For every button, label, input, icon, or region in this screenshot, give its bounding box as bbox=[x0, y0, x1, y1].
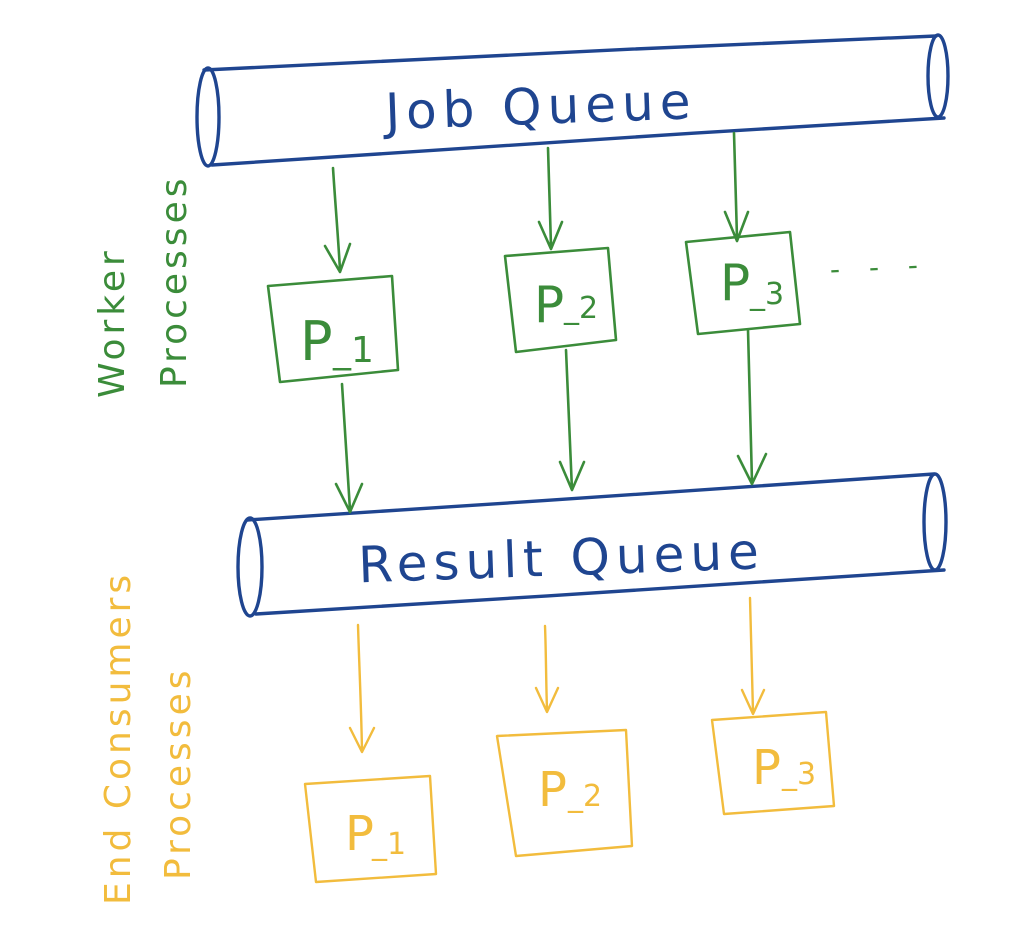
worker-3: P _3 bbox=[684, 230, 802, 336]
worker-output-arrows bbox=[334, 328, 768, 514]
consumer-1-index: _1 bbox=[371, 827, 406, 862]
arrow-worker-1-to-result bbox=[334, 382, 364, 514]
consumer-1-box bbox=[303, 774, 438, 884]
worker-input-arrows bbox=[323, 131, 750, 274]
consumer-1: P _1 bbox=[303, 774, 438, 884]
worker-2-box bbox=[503, 246, 618, 354]
arrow-job-to-worker-3 bbox=[723, 131, 750, 243]
consumer-2-index: _2 bbox=[567, 779, 602, 814]
result-queue-label: Result Queue bbox=[357, 522, 765, 594]
consumer-1-prefix: P bbox=[345, 806, 374, 862]
worker-label-line2: Processes bbox=[154, 175, 195, 388]
result-queue-left-cap bbox=[236, 516, 264, 618]
worker-2-prefix: P bbox=[534, 276, 564, 334]
more-workers-indicator: - - - bbox=[829, 248, 929, 286]
arrow-result-to-consumer-3 bbox=[740, 596, 766, 716]
worker-1: P _1 bbox=[266, 274, 400, 384]
arrow-result-to-consumer-2 bbox=[534, 624, 560, 714]
consumer-2: P _2 bbox=[495, 728, 634, 858]
worker-label-line1: Worker bbox=[92, 247, 133, 398]
consumer-label-line1: End Consumers bbox=[98, 571, 139, 905]
worker-3-box bbox=[684, 230, 802, 336]
job-queue-bottom-edge bbox=[210, 116, 946, 167]
job-queue-top-edge bbox=[202, 34, 938, 72]
worker-1-index: _1 bbox=[332, 330, 374, 371]
arrow-result-to-consumer-1 bbox=[348, 623, 376, 754]
job-queue: Job Queue bbox=[195, 33, 950, 168]
result-queue: Result Queue bbox=[236, 472, 948, 618]
consumer-3-box bbox=[710, 710, 836, 816]
consumer-2-box bbox=[495, 728, 634, 858]
end-consumers-label: End Consumers Processes bbox=[98, 571, 199, 905]
consumer-2-prefix: P bbox=[538, 762, 567, 818]
job-queue-right-cap bbox=[926, 33, 950, 119]
result-queue-bottom-edge bbox=[254, 568, 946, 616]
consumer-3-prefix: P bbox=[752, 740, 781, 796]
result-queue-right-cap bbox=[922, 472, 948, 572]
arrow-job-to-worker-1 bbox=[323, 166, 352, 274]
worker-3-index: _3 bbox=[749, 277, 784, 312]
arrow-worker-2-to-result bbox=[558, 348, 586, 492]
worker-2: P _2 bbox=[503, 246, 618, 354]
worker-processes-label: Worker Processes bbox=[92, 175, 195, 398]
worker-2-index: _2 bbox=[563, 291, 598, 326]
consumer-3: P _3 bbox=[710, 710, 836, 816]
worker-1-box bbox=[266, 274, 400, 384]
arrow-worker-3-to-result bbox=[736, 328, 768, 486]
result-queue-top-edge bbox=[245, 472, 936, 522]
worker-1-prefix: P bbox=[300, 310, 333, 373]
consumer-3-index: _3 bbox=[781, 757, 816, 792]
job-queue-left-cap bbox=[195, 66, 221, 168]
arrow-job-to-worker-2 bbox=[537, 146, 564, 251]
job-queue-label: Job Queue bbox=[381, 72, 697, 141]
consumer-label-line2: Processes bbox=[158, 667, 199, 880]
worker-3-prefix: P bbox=[720, 254, 750, 312]
consumer-input-arrows bbox=[348, 596, 766, 754]
